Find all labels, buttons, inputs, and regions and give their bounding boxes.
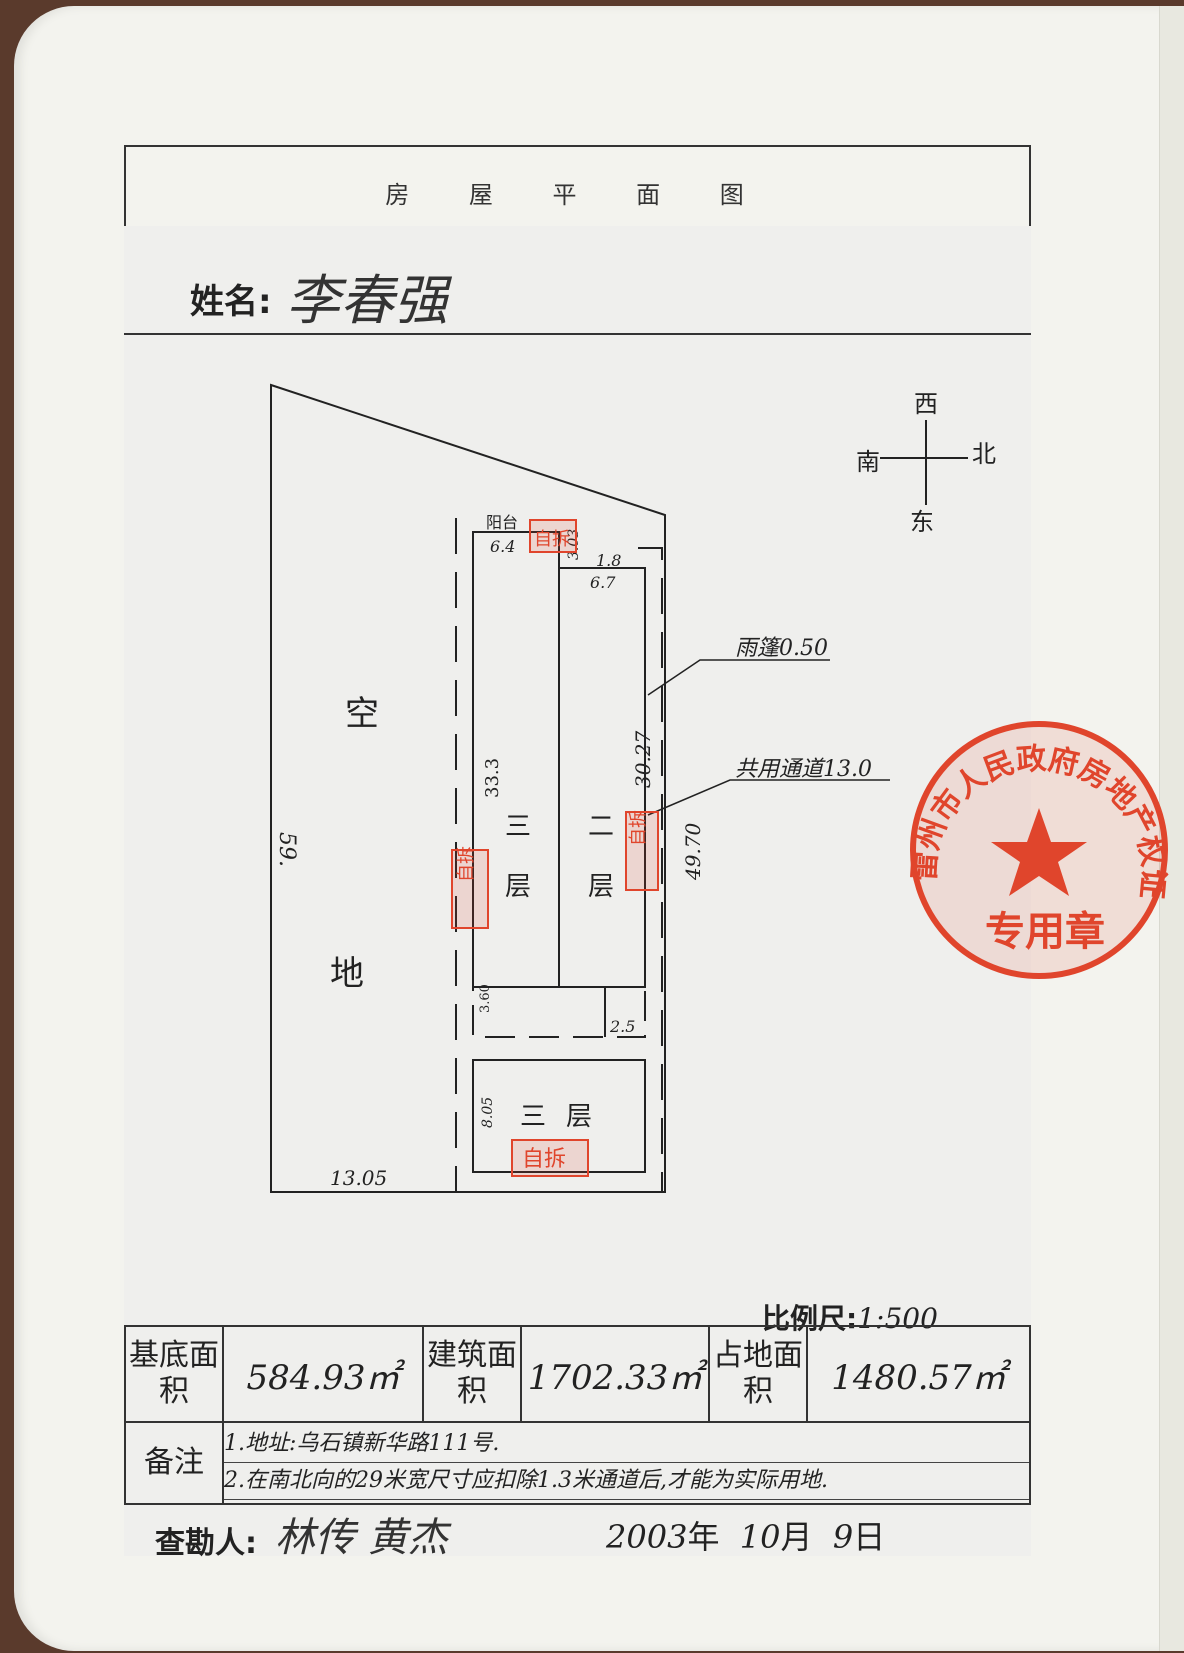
vacant-land-1: 空 (345, 694, 379, 734)
survey-date: 2003年 10月 9日 (606, 1512, 885, 1558)
dim-4970: 49.70 (681, 822, 705, 881)
surveyor-label: 查勘人: (155, 1526, 257, 1561)
plan-title: 房 屋 平 面 图 (385, 181, 770, 209)
compass-east: 东 (910, 508, 934, 536)
owner-name: 李春强 (286, 269, 448, 332)
building-area-label: 建筑面积 (422, 1325, 522, 1423)
floor3-2: 层 (505, 872, 531, 902)
dim-18: 1.8 (596, 551, 621, 570)
vacant-land-2: 地 (330, 954, 364, 994)
compass (880, 420, 968, 505)
floor3b-1: 三 (520, 1102, 546, 1132)
name-label: 姓名: (190, 282, 272, 322)
surveyor-signature: 林传 黄杰 (275, 1515, 448, 1561)
rear-room (472, 986, 646, 1038)
balcony-label: 阳台 (486, 513, 518, 532)
land-area-value: 1480.57㎡ (806, 1325, 1031, 1423)
base-area-label: 基底面积 (124, 1325, 224, 1423)
dim-360: 3.60 (478, 984, 493, 1013)
floor3b-2: 层 (566, 1102, 592, 1132)
self-stamp-2 (451, 849, 489, 929)
self-stamp-3 (625, 811, 659, 891)
self-stamp-2-text: 自拆 (456, 846, 477, 882)
self-stamp-3-text: 自拆 (628, 810, 649, 846)
dim-3027: 30.27 (631, 730, 655, 788)
floor2-2: 层 (588, 872, 614, 902)
notes-label: 备注 (124, 1421, 224, 1505)
date-day: 9 (832, 1518, 854, 1556)
name-row: 姓名: 李春强 (124, 226, 1031, 335)
official-seal: 雷州市人民政府房地产权证 专用章 (907, 721, 1171, 979)
self-stamp-4-text: 自拆 (522, 1147, 566, 1172)
year-char: 年 (687, 1518, 720, 1556)
dim-left: 59. (274, 832, 299, 867)
land-area-label: 占地面积 (708, 1325, 808, 1423)
notes-content: 1.地址:乌石镇新华路111号. 2.在南北向的29米宽尺寸应扣除1.3米通道后… (222, 1421, 1031, 1505)
note-line-2: 2.在南北向的29米宽尺寸应扣除1.3米通道后,才能为实际用地. (224, 1463, 1029, 1500)
seal-star-icon (991, 808, 1087, 896)
day-char: 日 (853, 1518, 886, 1556)
floor3-1: 三 (505, 812, 531, 842)
info-table: 基底面积 584.93㎡ 建筑面积 1702.33㎡ 占地面积 1480.57㎡… (124, 1325, 1031, 1505)
dim-333: 33.3 (482, 758, 503, 798)
floor2-1: 二 (588, 812, 614, 842)
dim-bottom: 13.05 (330, 1166, 387, 1190)
date-year: 2003 (606, 1518, 688, 1556)
building-area-value: 1702.33㎡ (520, 1325, 710, 1423)
dim-balcony: 6.4 (490, 537, 515, 556)
self-stamp-1 (529, 519, 577, 553)
canopy-label: 雨篷0.50 (735, 636, 828, 661)
dim-67: 6.7 (590, 573, 616, 592)
month-char: 月 (780, 1518, 813, 1556)
dim-25: 2.5 (609, 1017, 635, 1036)
self-stamp-1-text: 自拆 (534, 529, 570, 550)
compass-north: 北 (972, 440, 996, 468)
date-month: 10 (739, 1518, 781, 1556)
dim-805: 8.05 (480, 1097, 496, 1128)
base-area-value: 584.93㎡ (222, 1325, 424, 1423)
note-line-1: 1.地址:乌石镇新华路111号. (224, 1426, 1029, 1463)
compass-south: 南 (856, 448, 880, 476)
land-boundary (270, 383, 666, 1193)
seal-bottom-text: 专用章 (985, 909, 1105, 955)
building-rear-three-storey (472, 1059, 646, 1173)
shared-passage-label: 共用通道13.0 (735, 757, 872, 782)
self-stamp-4 (511, 1139, 589, 1177)
dashed-outline (455, 518, 663, 1193)
compass-west: 西 (914, 390, 938, 418)
